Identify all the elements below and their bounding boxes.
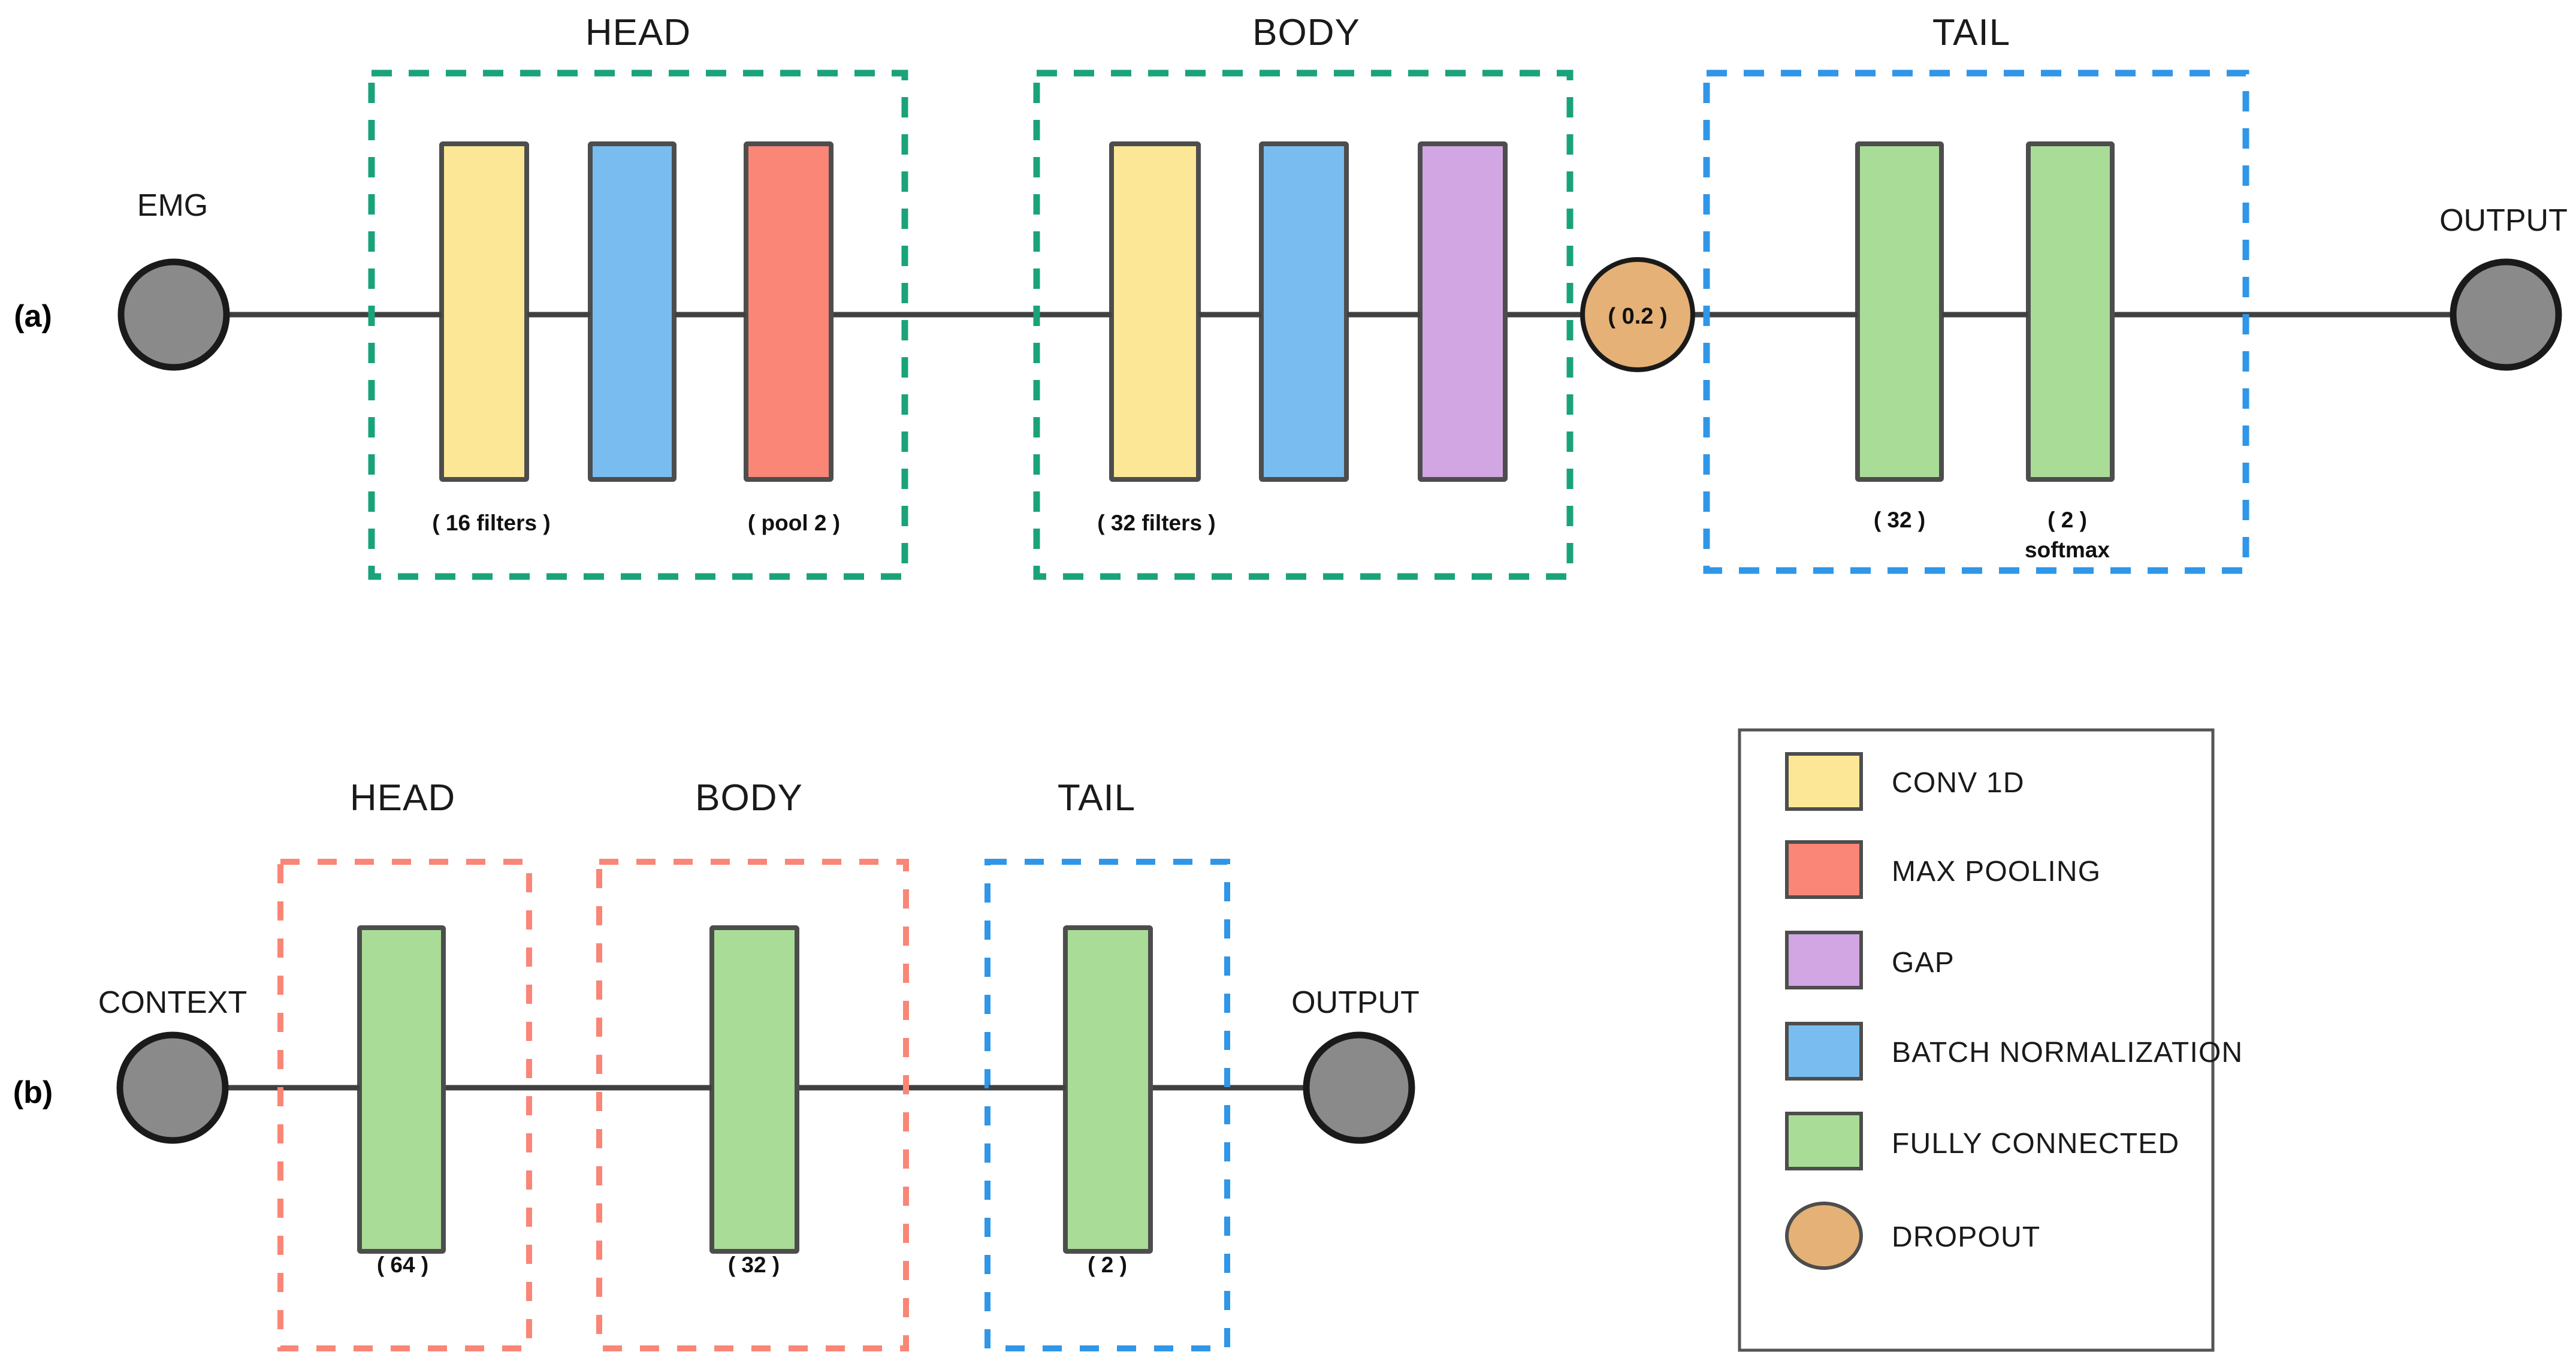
panel-a-block-gap	[1418, 141, 1508, 482]
panel-a-group-box-head	[368, 70, 908, 580]
panel-b-output-label: OUTPUT	[1291, 985, 1420, 1020]
panel-a-input-node	[117, 258, 230, 371]
panel-a-block-batchnorm-1	[588, 141, 677, 482]
panel-b-input-label: CONTEXT	[98, 985, 247, 1020]
panel-a-caption-conv1d-1: ( 16 filters )	[432, 511, 550, 535]
legend-swatch-conv-1d	[1785, 752, 1863, 811]
legend-label-gap: GAP	[1892, 947, 1955, 979]
panel-b-group-box-body	[596, 859, 909, 1351]
legend-swatch-max-pooling	[1785, 840, 1863, 899]
panel-b-caption-fc-1: ( 64 )	[377, 1253, 428, 1277]
panel-a-block-conv1d-2	[1109, 141, 1201, 482]
panel-a-block-maxpool-1	[744, 141, 833, 482]
legend-label-dropout: DROPOUT	[1892, 1221, 2040, 1253]
panel-a-caption-fc-1: ( 32 )	[1874, 508, 1925, 532]
panel-a-output-label: OUTPUT	[2439, 203, 2568, 238]
panel-a-marker: (a)	[14, 299, 52, 334]
panel-b: (b) HEAD BODY TAIL ( 64 ) ( 32 ) ( 2 )	[13, 777, 1420, 1351]
panel-b-block-fc-3	[1063, 925, 1153, 1254]
panel-a-block-fc-2	[2026, 141, 2115, 482]
legend-label-conv-1d: CONV 1D	[1892, 767, 2025, 799]
panel-a-caption-fc-2: ( 2 )	[2047, 508, 2087, 532]
panel-a: (a) HEAD BODY TAIL ( 16 filters ) ( pool…	[14, 12, 2568, 580]
panel-b-section-title-body: BODY	[695, 777, 803, 819]
panel-a-input-label: EMG	[137, 188, 208, 223]
panel-b-marker: (b)	[13, 1075, 53, 1110]
panel-b-input-node	[116, 1031, 229, 1144]
panel-a-group-box-tail	[1703, 70, 2249, 574]
panel-a-dropout-node	[1580, 257, 1695, 372]
panel-b-block-fc-2	[709, 925, 799, 1254]
legend-swatch-fully-connected	[1785, 1112, 1863, 1170]
panel-b-group-box-tail	[985, 859, 1230, 1351]
panel-b-output-node	[1303, 1031, 1415, 1144]
panel-a-dropout-label: ( 0.2 )	[1608, 304, 1667, 329]
legend-swatch-dropout	[1785, 1202, 1863, 1270]
panel-a-output-node	[2450, 258, 2562, 371]
panel-a-group-box-body	[1033, 70, 1574, 580]
panel-a-block-batchnorm-2	[1259, 141, 1349, 482]
panel-a-section-title-tail: TAIL	[1932, 12, 2010, 53]
panel-b-caption-fc-3: ( 2 )	[1088, 1253, 1127, 1277]
legend-swatch-gap	[1785, 931, 1863, 989]
legend-label-batch-normalization: BATCH NORMALIZATION	[1892, 1037, 2243, 1069]
panel-a-caption-conv1d-2: ( 32 filters )	[1097, 511, 1215, 535]
panel-b-caption-fc-2: ( 32 )	[728, 1253, 780, 1277]
legend-label-fully-connected: FULLY CONNECTED	[1892, 1128, 2179, 1160]
panel-a-caption-maxpool-1: ( pool 2 )	[748, 511, 840, 535]
panel-a-section-title-head: HEAD	[585, 12, 691, 53]
panel-b-group-box-head	[277, 859, 532, 1351]
panel-a-block-conv1d-1	[439, 141, 529, 482]
panel-b-block-fc-1	[357, 925, 446, 1254]
panel-a-section-title-body: BODY	[1252, 12, 1360, 53]
panel-a-caption-fc-2-activation: softmax	[2025, 538, 2110, 562]
legend-label-max-pooling: MAX POOLING	[1892, 856, 2101, 888]
panel-a-block-fc-1	[1855, 141, 1944, 482]
legend-swatch-batch-normalization	[1785, 1022, 1863, 1081]
panel-b-section-title-head: HEAD	[350, 777, 455, 819]
panel-b-section-title-tail: TAIL	[1058, 777, 1136, 819]
legend: CONV 1D MAX POOLING GAP BATCH NORMALIZAT…	[1738, 728, 2243, 1352]
